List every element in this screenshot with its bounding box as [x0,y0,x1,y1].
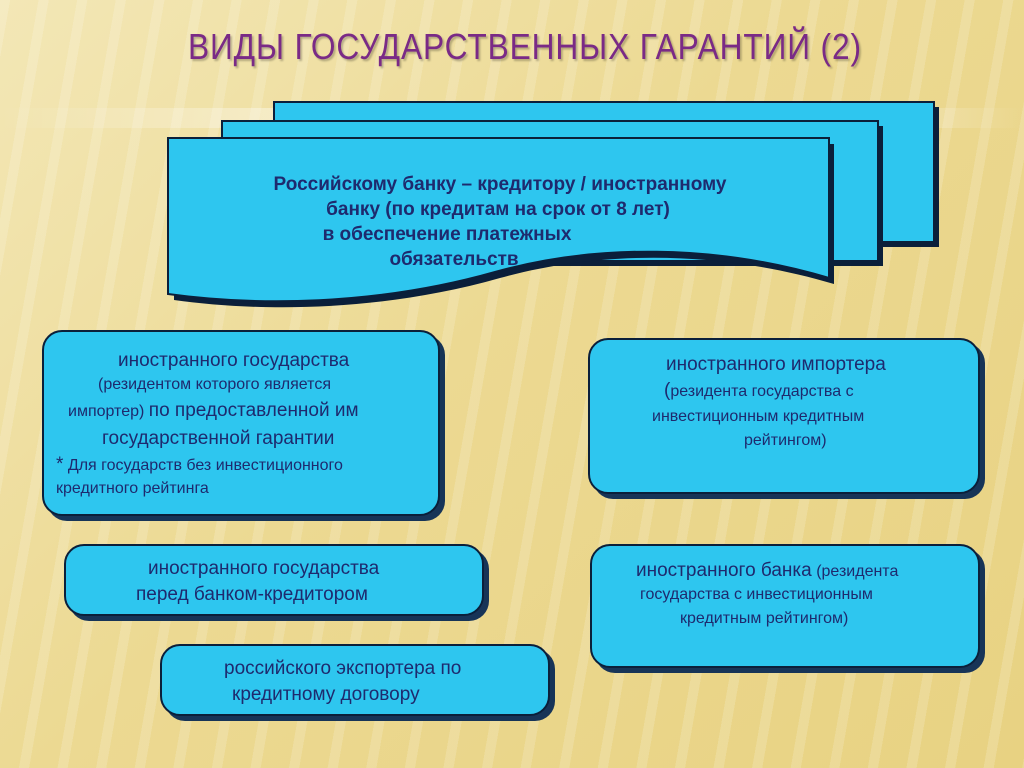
footnote-star: * [56,454,64,475]
foreign-importer-line-2: (резидента государства с [664,380,854,402]
foreign-bank-line-2: государства с инвестиционным [640,586,873,603]
card-foreign-importer: иностранного импортера (резидента госуда… [588,338,980,494]
foreign-importer-paren: ( [664,380,671,401]
foreign-importer-line-4: рейтингом) [744,432,827,449]
foreign-importer-line-3: инвестиционным кредитным [652,408,865,425]
light-ray [0,108,1024,128]
top-doc-line-1: Российскому банку – кредитору / иностран… [273,174,727,195]
foreign-state-line-4: государственной гарантии [102,428,335,449]
foreign-state-line-5-text: Для государств без инвестиционного [67,457,343,474]
foreign-importer-line-1: иностранного импортера [666,354,886,375]
foreign-bank-line-1: иностранного банка (резидента [636,560,898,582]
foreign-bank-line-1-small: (резидента [816,563,899,580]
card-russian-exporter: российского экспортера по кредитному дог… [160,644,550,716]
card-foreign-state: иностранного государства (резидентом кот… [42,330,440,516]
foreign-bank-line-1-big: иностранного банка [636,560,812,581]
state-before-bank-line-1: иностранного государства [148,558,380,579]
top-document-text: Российскому банку – кредитору / иностран… [200,172,800,272]
foreign-state-line-6: кредитного рейтинга [56,480,209,497]
foreign-state-line-5: * Для государств без инвестиционного [56,454,343,476]
foreign-state-line-3-big: по предоставленной им [148,400,359,421]
foreign-bank-line-3: кредитным рейтингом) [680,610,849,627]
foreign-state-line-3: импортер) по предоставленной им [68,400,359,422]
foreign-state-line-2: (резидентом которого является [98,376,331,393]
top-doc-line-3: в обеспечение платежных [322,224,572,246]
foreign-state-line-1: иностранного государства [118,350,350,371]
top-doc-line-4: обязательств [389,249,519,271]
card-state-before-bank: иностранного государства перед банком-кр… [64,544,484,616]
slide-title: ВИДЫ ГОСУДАРСТВЕННЫХ ГАРАНТИЙ (2) [188,26,862,67]
foreign-state-line-3-small: импортер) [68,403,145,420]
top-doc-line-2: банку (по кредитам на срок от 8 лет) [326,199,670,221]
foreign-importer-line-2-text: резидента государства с [670,383,854,400]
russian-exporter-line-1: российского экспортера по [224,658,462,679]
russian-exporter-line-2: кредитному договору [232,684,420,705]
state-before-bank-line-2: перед банком-кредитором [136,584,368,605]
card-foreign-bank: иностранного банка (резидента государств… [590,544,980,668]
